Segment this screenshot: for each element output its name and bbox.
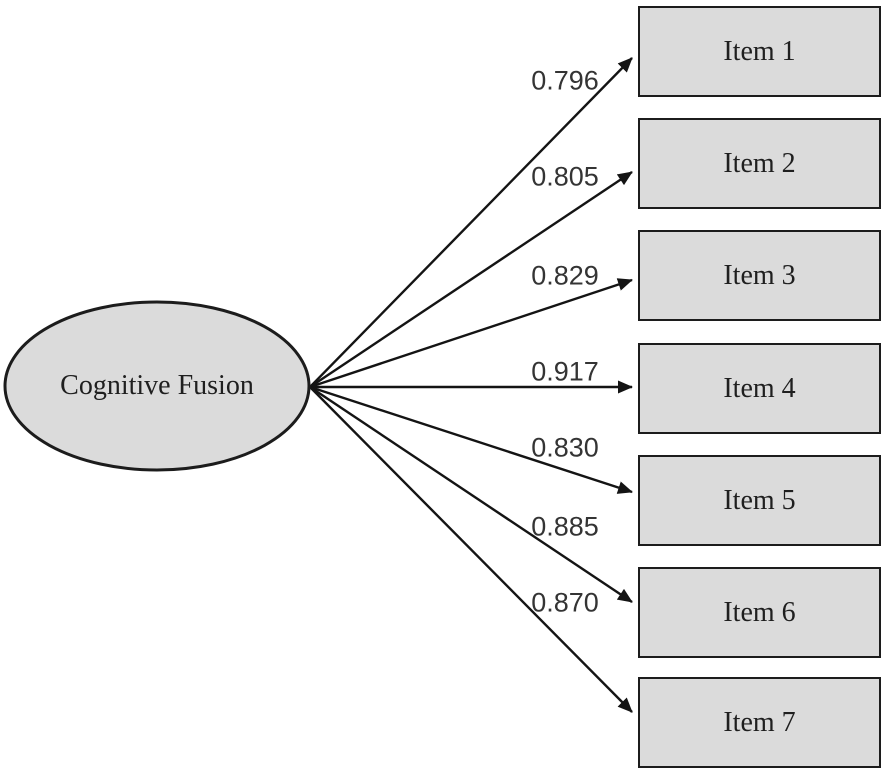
loading-value: 0.830 xyxy=(531,432,599,463)
loading-value: 0.796 xyxy=(531,65,599,96)
item-box-3: Item 3 xyxy=(638,230,881,321)
item-label: Item 6 xyxy=(723,596,796,628)
item-box-4: Item 4 xyxy=(638,343,881,434)
latent-variable-ellipse xyxy=(3,300,311,472)
item-box-7: Item 7 xyxy=(638,677,881,768)
loading-arrow-2 xyxy=(309,171,633,388)
loading-arrow-6 xyxy=(309,386,633,603)
item-label: Item 5 xyxy=(723,484,796,516)
item-label: Item 2 xyxy=(723,147,796,179)
item-label: Item 4 xyxy=(723,372,796,404)
loading-arrow-7 xyxy=(309,386,633,713)
item-label: Item 1 xyxy=(723,35,796,67)
latent-variable-label: Cognitive Fusion xyxy=(60,370,254,401)
loading-value: 0.917 xyxy=(531,356,599,387)
item-label: Item 3 xyxy=(723,259,796,291)
item-box-2: Item 2 xyxy=(638,118,881,209)
loading-arrow-1 xyxy=(309,57,633,388)
loading-arrow-3 xyxy=(309,278,633,389)
item-box-5: Item 5 xyxy=(638,455,881,546)
item-box-6: Item 6 xyxy=(638,567,881,658)
loading-value: 0.829 xyxy=(531,260,599,291)
item-box-1: Item 1 xyxy=(638,6,881,97)
loading-arrow-5 xyxy=(309,385,633,494)
loading-value: 0.885 xyxy=(531,511,599,542)
item-label: Item 7 xyxy=(723,706,796,738)
loading-value: 0.870 xyxy=(531,587,599,618)
loading-value: 0.805 xyxy=(531,161,599,192)
